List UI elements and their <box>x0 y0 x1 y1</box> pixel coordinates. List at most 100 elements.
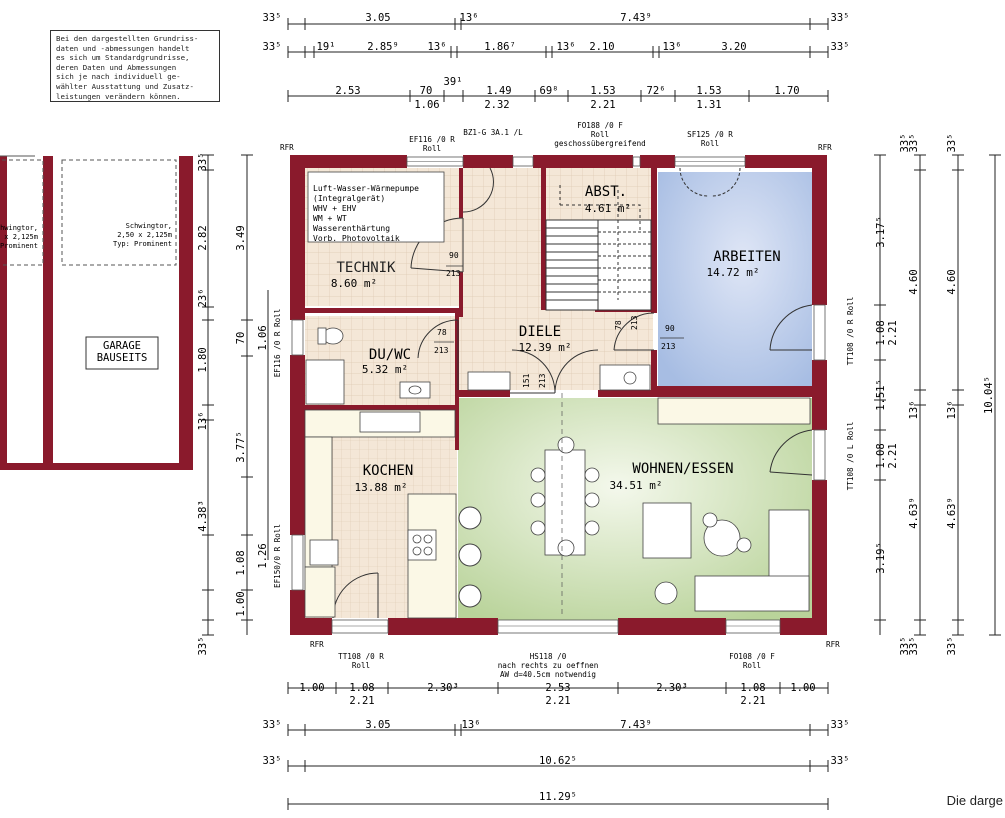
technik-equipment <box>307 171 445 243</box>
dim-bot1-6: 1.00 <box>790 682 815 694</box>
dim-right5-0: 10.04⁵ <box>983 376 995 414</box>
dim-top3-lower-1: 2.32 <box>484 99 509 111</box>
room-wohnen-name: WOHNEN/ESSEN <box>632 461 733 477</box>
dim-bot3-0: 33⁵ <box>263 755 282 767</box>
staircase <box>545 185 652 311</box>
dim-left-inner-5: 1.08 <box>235 550 247 575</box>
garage-door-left-label-1: Schwingtor, <box>0 224 38 232</box>
dim-top1-4: 33⁵ <box>831 12 850 24</box>
disclaimer-line-3: es sich um Standardgrundrisse, <box>56 53 190 63</box>
door-duwc-height: 213 <box>434 346 449 355</box>
garage-label-1: GARAGE <box>103 340 141 352</box>
dim-bot3-2: 33⁵ <box>831 755 850 767</box>
win-tt108-bottom-1: TT108 /0 R <box>338 652 384 661</box>
dimension-ticks <box>202 18 1001 810</box>
dim-left-4: 4.38³ <box>197 500 209 532</box>
dim-right1-0: 3.17⁵ <box>875 216 887 248</box>
room-labels: TECHNIK 8.60 m² ABST. 4.61 m² ARBEITEN 1… <box>331 184 781 494</box>
win-tt108-right-a: TT108 /0 R Roll <box>846 297 855 366</box>
dim-top3-0: 2.53 <box>335 85 360 97</box>
win-hs118-3: AW d=40.5cm notwendig <box>500 670 596 679</box>
dim-right3-3: 4.63⁹ <box>908 497 920 529</box>
door-abst-height: 213 <box>630 315 639 330</box>
dim-right4-2: 13⁶ <box>946 401 958 420</box>
dim-right2-0: 33⁵ <box>899 134 911 153</box>
bathroom-fixtures <box>305 327 431 405</box>
dim-right1-3: 1.08 <box>875 443 887 468</box>
disclaimer-line-1: Bei den dargestellten Grundriss- <box>56 34 199 43</box>
rfr-bottom-left: RFR <box>310 640 324 649</box>
dim-left-0: 33⁵ <box>197 153 209 172</box>
technik-note-2: (Integralgerät) <box>313 194 385 203</box>
window-labels: EF116 /0 R Roll BZ1-G 3A.1 /L FO188 /0 F… <box>273 121 855 679</box>
dim-bot2-1: 3.05 <box>365 719 390 731</box>
room-arbeiten-area: 14.72 m² <box>707 266 760 279</box>
dim-left-mid-0: 1.06 <box>257 325 269 350</box>
room-diele-name: DIELE <box>519 324 561 340</box>
dim-left-6: 33⁵ <box>197 637 209 656</box>
dim-right1-1: 1.08 <box>875 320 887 345</box>
dim-right4-4: 33⁵ <box>946 637 958 656</box>
door-technik-height: 213 <box>446 269 461 278</box>
dim-right4-3: 4.63⁹ <box>946 497 958 529</box>
rfr-labels: RFR RFR RFR RFR <box>280 143 840 649</box>
bar-stools <box>458 506 482 608</box>
room-duwc-area: 5.32 m² <box>362 363 408 376</box>
dim-bot2-2: 13⁶ <box>462 719 481 731</box>
disclaimer-line-5: sich je nach individuell ge- <box>56 72 181 82</box>
arbeiten-floor <box>658 172 812 390</box>
win-hs118-2: nach rechts zu oeffnen <box>498 661 599 670</box>
dim-bot1-5: 1.08 <box>740 682 765 694</box>
dim-top3-lower-0: 1.06 <box>414 99 439 111</box>
disclaimer-line-4: deren Daten und Abmessungen <box>56 62 177 72</box>
win-fo188-2: Roll <box>591 130 609 139</box>
dim-bot2-0: 33⁵ <box>263 719 282 731</box>
win-fo108-bottom-1: FO108 /0 F <box>729 652 775 661</box>
dim-right4-1: 4.60 <box>946 269 958 294</box>
garage-wall <box>0 156 7 469</box>
room-wohnen-area: 34.51 m² <box>610 479 663 492</box>
dim-left-inner-0: 2.82 <box>197 225 209 250</box>
garage-door-left <box>0 159 44 266</box>
dim-left-1: 3.49 <box>235 225 247 250</box>
room-kochen-area: 13.88 m² <box>355 481 408 494</box>
dim-top3-lower-2: 2.21 <box>590 99 615 111</box>
dim-bot1-1: 1.08 <box>349 682 374 694</box>
diele-cabinets <box>467 364 651 391</box>
dim-top3-8: 1.70 <box>774 85 799 97</box>
win-ef150-left: EF150/0 R Roll <box>273 524 282 588</box>
win-fo188-1: FO188 /0 F <box>577 121 623 130</box>
dim-left-inner-1: 23⁶ <box>197 289 209 308</box>
dim-top3-5: 1.53 <box>590 85 615 97</box>
dim-top2-9: 33⁵ <box>831 41 850 53</box>
dim-top3-7: 1.53 <box>696 85 721 97</box>
technik-note-6: Vorb. Photovoltaik <box>313 234 400 243</box>
dim-right-labels: 3.17⁵ 1.08 1.51⁵ 1.08 3.19⁵ 33⁵ 2.21 2.2… <box>875 134 995 656</box>
win-fo108-bottom-2: Roll <box>743 661 761 670</box>
dim-left-inner-4: 1.26 <box>257 543 269 568</box>
dim-top2-2: 2.85⁹ <box>367 41 399 53</box>
living-furniture <box>530 397 811 612</box>
dim-left-2: 70 <box>235 332 247 345</box>
dim-top3-lower-3: 1.31 <box>696 99 721 111</box>
door-duwc-width: 78 <box>437 328 447 337</box>
dim-right3-4: 33⁵ <box>908 637 920 656</box>
dim-top3-3: 1.49 <box>486 85 511 97</box>
dim-top3-1: 70 <box>420 85 433 97</box>
room-technik-name: TECHNIK <box>336 260 396 276</box>
caption-text: Die darge <box>946 793 1003 808</box>
dim-right2-2: 2.21 <box>887 443 899 468</box>
dim-top2-6: 2.10 <box>589 41 614 53</box>
dim-left-3: 3.77⁵ <box>235 431 247 463</box>
win-hs118-1: HS118 /0 <box>530 652 567 661</box>
dimension-lines <box>207 23 996 805</box>
disclaimer-line-7: leistungen verändern können. <box>56 91 181 101</box>
dim-left-inner-2: 1.80 <box>197 347 209 372</box>
disclaimer-line-2: daten und -abmessungen handelt <box>56 43 190 53</box>
room-abst-name: ABST. <box>585 184 627 200</box>
walls <box>290 155 827 635</box>
room-technik-area: 8.60 m² <box>331 277 377 290</box>
doors <box>332 167 813 619</box>
garage-door-left-label-2: 2,50 x 2,125m <box>0 233 38 241</box>
technik-note-3: WHV + EHV <box>313 204 357 213</box>
